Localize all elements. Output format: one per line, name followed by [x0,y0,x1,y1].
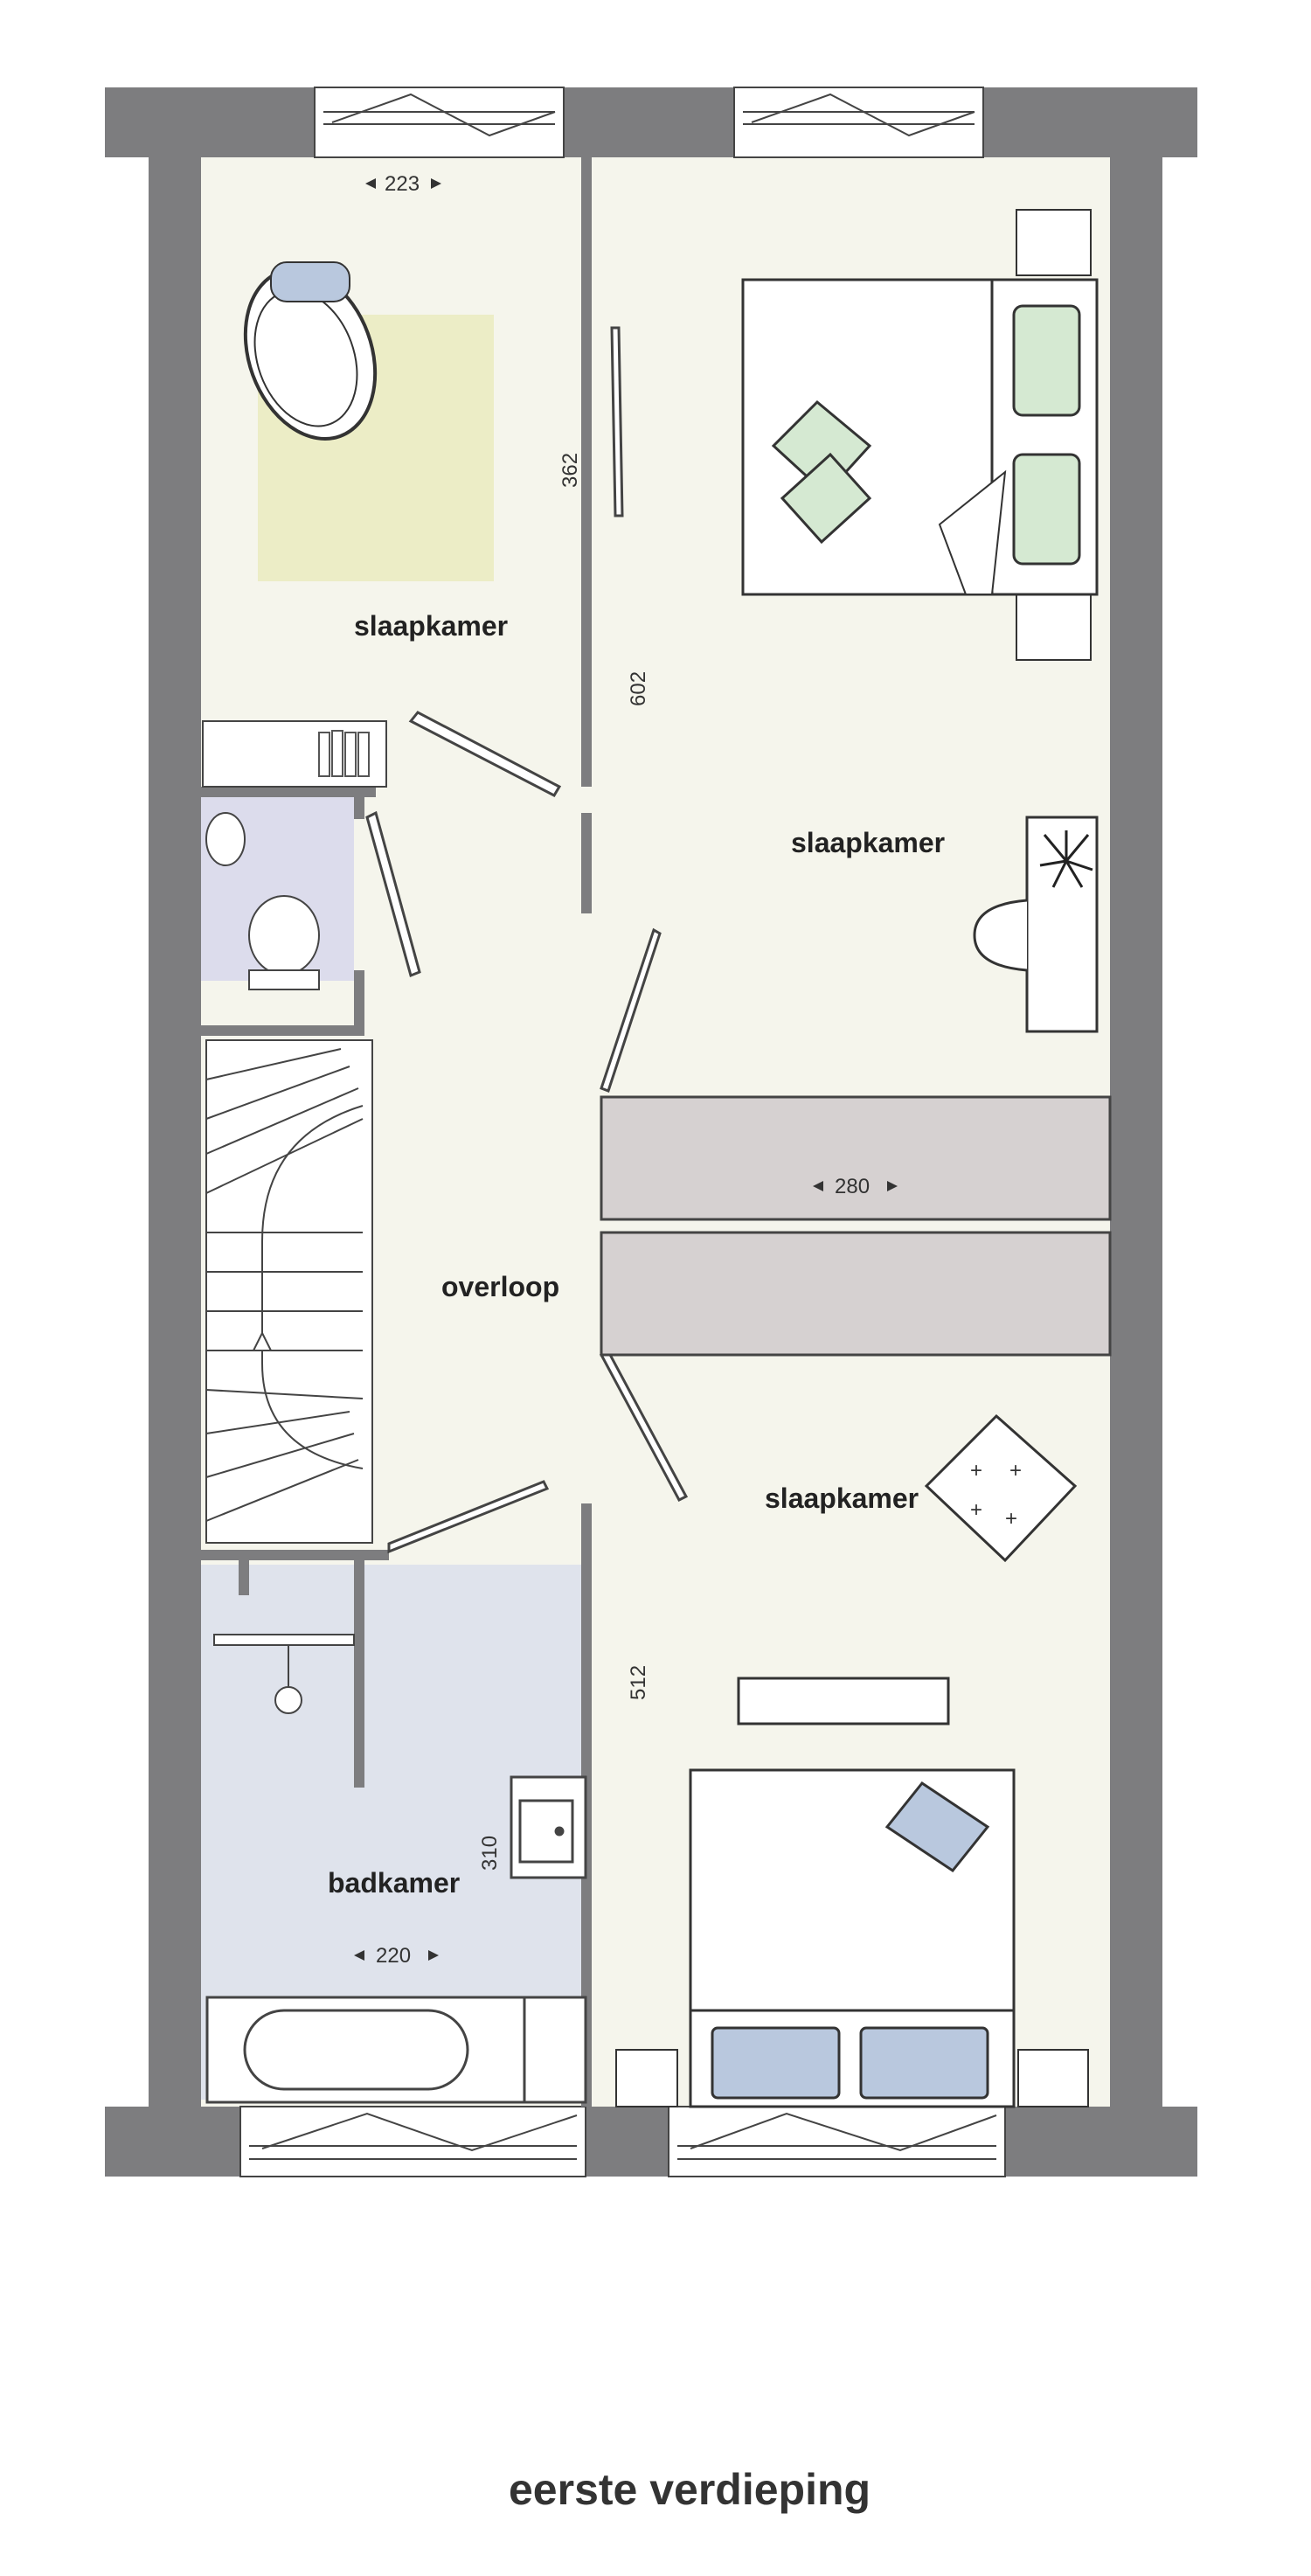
dim-bath-height: 310 [478,1836,502,1871]
room-label-landing: overloop [441,1271,559,1302]
double-bed-bottom [615,1768,1089,2108]
floor-caption: eerste verdieping [509,2465,871,2514]
svg-text:+: + [1005,1507,1017,1531]
window-top-left [314,87,565,158]
window-top-right [733,87,984,158]
bathtub-icon [205,1996,587,2104]
dim-closet-width: 280 [835,1175,870,1198]
window-bottom-right [668,2106,1006,2177]
desk [973,816,1099,1033]
svg-text:+: + [1009,1459,1022,1482]
windows [239,87,1006,2177]
cushion-icon: + + + + [924,1413,1078,1563]
armchair [243,261,378,441]
outer-walls [105,87,1197,2177]
bench [737,1677,950,1725]
books-icon [318,730,370,777]
dim-window-top: 223 [385,172,420,196]
window-bottom-left [239,2106,586,2177]
dim-wall-mid: 602 [627,671,650,706]
room-label-bedroom-top-left: slaapkamer [354,610,508,642]
toilet-icon [205,812,320,990]
interior-walls [201,157,592,2107]
svg-text:+: + [970,1459,982,1482]
room-label-bedroom-right: slaapkamer [791,827,945,858]
pillow-icon [771,399,872,545]
doors [365,326,689,1554]
room-label-bedroom-bottom: slaapkamer [765,1482,919,1514]
arrow-left-icon [365,178,376,189]
staircase [205,1039,373,1544]
sink-icon [510,1775,587,1879]
arrow-right-icon [428,1950,439,1961]
arrow-left-icon [813,1181,823,1191]
arrow-right-icon [887,1181,898,1191]
wardrobe [600,1095,1112,1357]
room-label-bathroom: badkamer [328,1867,460,1899]
dim-bath-width: 220 [376,1944,411,1968]
arrow-left-icon [354,1950,364,1961]
dim-left-wall-upper: 362 [558,453,582,488]
arrow-right-icon [431,178,441,189]
svg-text:+: + [970,1498,982,1522]
plant-icon [1039,830,1093,888]
shower [213,1634,355,1714]
dim-wall-lower: 512 [627,1665,650,1700]
